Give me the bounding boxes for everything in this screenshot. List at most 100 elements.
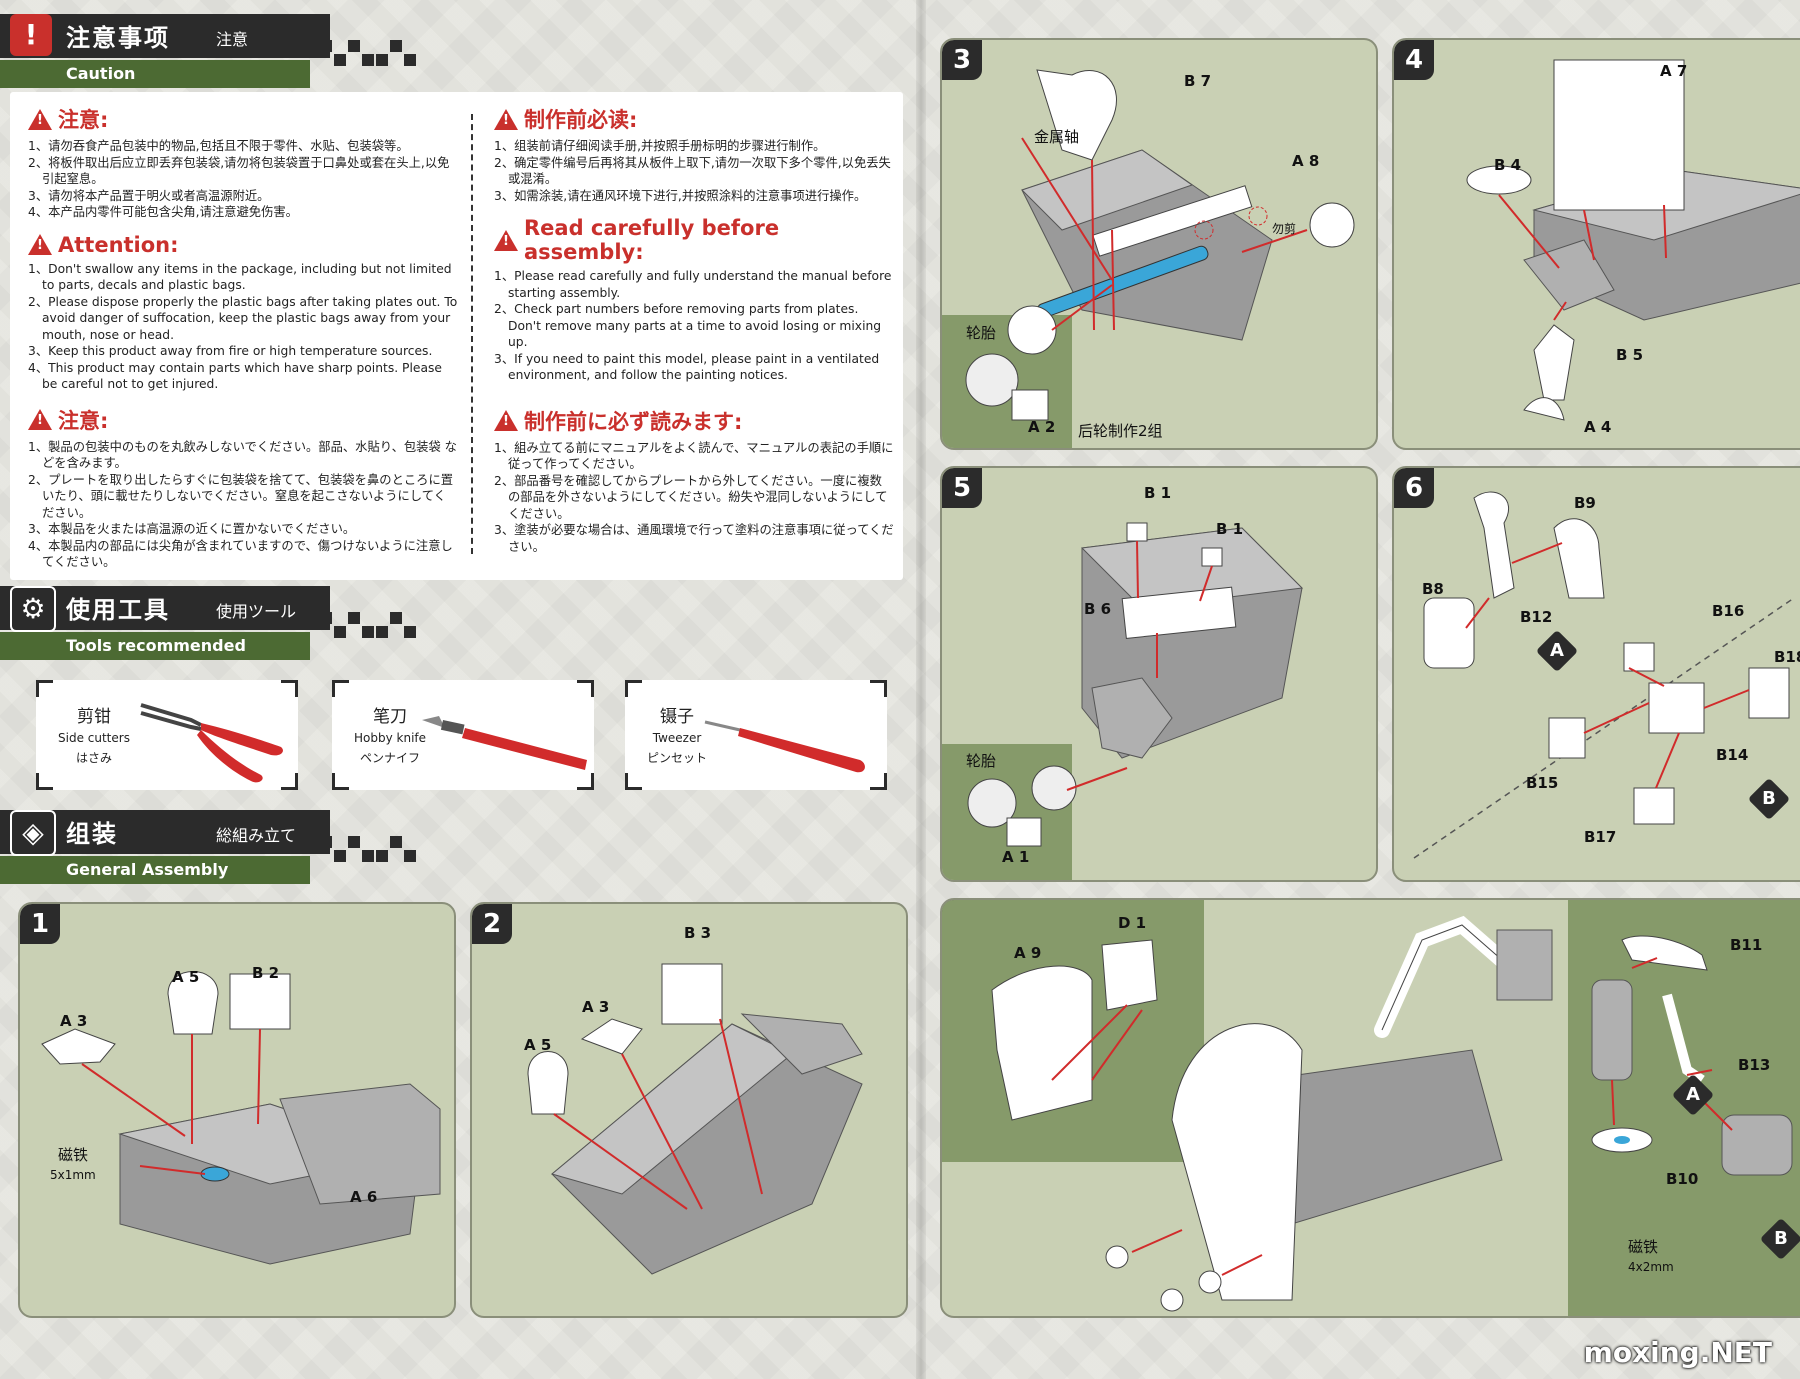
hobby-knife-icon	[422, 716, 587, 770]
side-cutters-icon	[140, 703, 283, 783]
part-label: B18	[1774, 648, 1800, 666]
warning-triangle-icon	[494, 108, 518, 130]
caution-left-column: 注意: 1、请勿吞食产品包装中的物品,包括且不限于零件、水贴、包装袋等。 2、将…	[28, 92, 458, 571]
watermark: moxing.NET	[1583, 1336, 1772, 1369]
step-6-panel: 6 B9 B8 B12 B16 B18 B14 B15 B17 A B	[1392, 466, 1800, 882]
sub-assembly-b-badge: B	[1747, 777, 1791, 821]
list-item: 1、Don't swallow any items in the package…	[28, 261, 452, 293]
list-item: 2、Please dispose properly the plastic ba…	[28, 294, 458, 342]
part-label: A 8	[1292, 152, 1320, 170]
zh-read-heading: 制作前必读:	[494, 104, 894, 134]
caution-header: ! 注意事项 注意 Caution	[0, 10, 420, 90]
step-number: 6	[1394, 468, 1434, 508]
step-3-panel: 3 B 7 A 8 A 2 金属轴 勿剪 轮胎 后轮制作2组	[940, 38, 1378, 450]
list-item: 1、製品の包装中のものを丸飲みしないでください。部品、水貼り、包装袋 などを含み…	[28, 439, 457, 471]
step-5-diagram	[967, 522, 1304, 847]
tool-name-zh: 剪钳	[76, 707, 111, 727]
warning-triangle-icon	[28, 108, 52, 130]
list-item: 2、确定零件编号后再将其从板件上取下,请勿一次取下多个零件,以免丢失或混淆。	[494, 155, 891, 187]
part-label: B 7	[1184, 72, 1212, 90]
gear-icon: ⚙	[10, 586, 56, 632]
en-read-heading: Read carefully before assembly:	[494, 216, 894, 264]
magnet-size: 5x1mm	[50, 1168, 96, 1182]
puzzle-icon: ◈	[10, 810, 56, 856]
caution-right-column: 制作前必读: 1、组装前请仔细阅读手册,并按照手册标明的步骤进行制作。 2、确定…	[494, 92, 894, 555]
tool-name-zh: 镊子	[660, 707, 694, 727]
metal-shaft-label: 金属轴	[1034, 128, 1080, 146]
tools-header: ⚙ 使用工具 使用ツール Tools recommended	[0, 582, 420, 662]
sub-assembly-b-badge: B	[1759, 1217, 1800, 1261]
part-label: B 2	[252, 964, 280, 982]
list-item: 1、組み立てる前にマニュアルをよく読んで、マニュアルの表記の手順に従って作ってく…	[494, 440, 894, 472]
tool-name-en: Hobby knife	[354, 731, 427, 745]
step-4-diagram	[1466, 59, 1800, 421]
step-number: 2	[472, 904, 512, 944]
part-label: B10	[1666, 1170, 1699, 1188]
part-label: B 5	[1616, 346, 1644, 364]
list-item: 1、组装前请仔细阅读手册,并按照手册标明的步骤进行制作。	[494, 139, 826, 153]
tweezer-icon	[704, 720, 865, 773]
part-label: B14	[1716, 746, 1749, 764]
step-7-diagram	[991, 915, 1793, 1312]
part-label: B11	[1730, 936, 1763, 954]
step-number: 3	[942, 40, 982, 80]
assembly-title-zh: 组装	[66, 820, 118, 848]
list-item: 3、请勿将本产品置于明火或者高温源附近。	[28, 188, 270, 203]
list-item: 3、如需涂装,请在通风环境下进行,并按照涂料的注意事项进行操作。	[494, 188, 867, 203]
tire-label: 轮胎	[966, 752, 997, 770]
assembly-title-jp: 総組み立て	[216, 826, 297, 845]
part-label: A 1	[1002, 848, 1030, 866]
tools-title-jp: 使用ツール	[216, 602, 297, 621]
part-label: B17	[1584, 828, 1617, 846]
warning-icon: !	[10, 14, 52, 56]
jp-attention-heading: 注意:	[28, 405, 458, 435]
part-label: A 7	[1660, 62, 1688, 80]
part-label: B 3	[684, 924, 712, 942]
caution-panel: 注意: 1、请勿吞食产品包装中的物品,包括且不限于零件、水贴、包装袋等。 2、将…	[10, 92, 903, 580]
step-2-panel: 2 B 3 A 3 A 5	[470, 902, 908, 1318]
part-label: B 6	[1084, 600, 1112, 618]
list-item: 2、プレートを取り出したらすぐに包装袋を捨てて、包装袋を鼻のところに置いたり、頭…	[28, 472, 454, 520]
warning-triangle-icon	[494, 229, 518, 251]
list-item: 2、将板件取出后应立即丢弃包装袋,请勿将包装袋置于口鼻处或套在头上,以免引起窒息…	[28, 155, 450, 187]
list-item: 3、Keep this product away from fire or hi…	[28, 344, 433, 358]
tool-name-jp: ペンナイフ	[360, 751, 421, 765]
zh-attention-heading: 注意:	[28, 104, 458, 134]
list-item: 1、Please read carefully and fully unders…	[494, 269, 892, 300]
tools-title-zh: 使用工具	[66, 596, 170, 624]
no-cut-label: 勿剪	[1272, 222, 1297, 236]
part-label: B 4	[1494, 156, 1522, 174]
part-label: B8	[1422, 580, 1444, 598]
magnet-label: 磁铁	[58, 1146, 89, 1164]
part-label: A 9	[1014, 944, 1042, 962]
sub-assembly-a-badge: A	[1671, 1073, 1715, 1117]
part-label: B 1	[1216, 520, 1244, 538]
part-label: B9	[1574, 494, 1596, 512]
part-label: B13	[1738, 1056, 1771, 1074]
part-label: A 5	[172, 968, 200, 986]
warning-triangle-icon	[28, 234, 52, 255]
list-item: 3、If you need to paint this model, pleas…	[494, 351, 880, 383]
tool-name-en: Side cutters	[58, 731, 130, 745]
jp-read-heading: 制作前に必ず読みます:	[494, 406, 894, 436]
part-label: B 1	[1144, 484, 1172, 502]
step-2-diagram	[527, 963, 863, 1275]
step-1-panel: 1 A 3 A 5 B 2 A 6 磁铁 5x1mm	[18, 902, 456, 1318]
part-label: B16	[1712, 602, 1745, 620]
sub-assembly-a-badge: A	[1535, 629, 1579, 673]
caution-title-en: Caution	[66, 64, 136, 83]
assembly-header: ◈ 组装 総組み立て General Assembly	[0, 806, 420, 886]
magnet-size: 4x2mm	[1628, 1260, 1674, 1274]
list-item: 4、本产品内零件可能包含尖角,请注意避免伤害。	[28, 205, 298, 219]
part-label: A 2	[1028, 418, 1056, 436]
dashed-divider	[471, 114, 473, 554]
part-label: B12	[1520, 608, 1553, 626]
part-label: B15	[1526, 774, 1559, 792]
part-label: A 3	[582, 998, 610, 1016]
caution-title-zh: 注意事项	[66, 24, 170, 52]
caution-title-jp: 注意	[216, 30, 249, 49]
tool-name-jp: はさみ	[75, 751, 112, 765]
step-6-diagram	[1413, 491, 1795, 859]
step-1-diagram	[41, 971, 441, 1265]
